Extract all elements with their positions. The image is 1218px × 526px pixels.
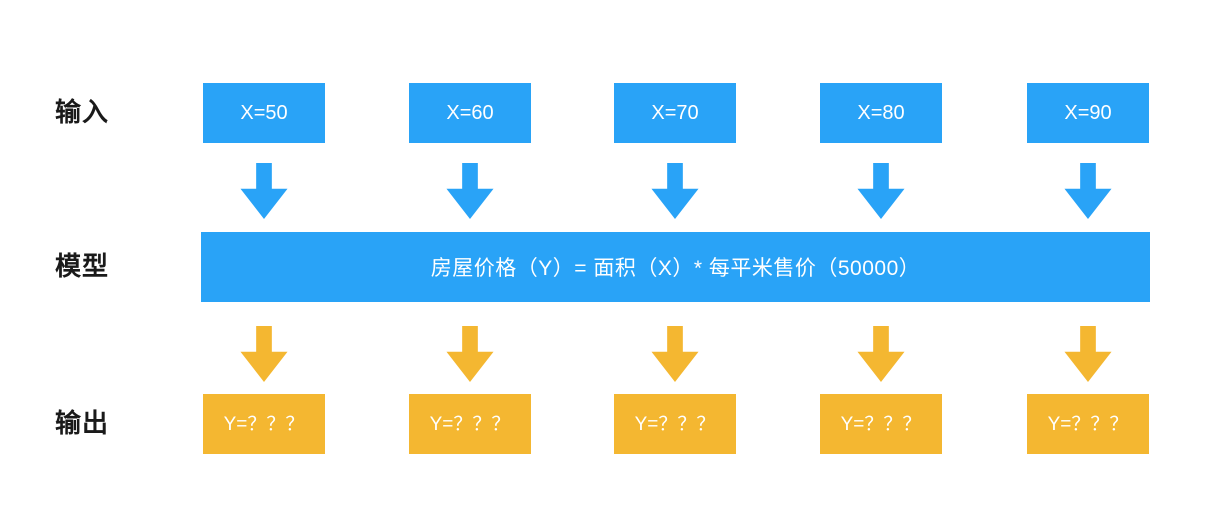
output-box-4[interactable]: Y=？？？ [820, 394, 942, 454]
output-box-label: Y=？？？ [634, 413, 716, 435]
output-box-5[interactable]: Y=？？？ [1027, 394, 1149, 454]
input-box-1[interactable]: X=50 [203, 83, 325, 143]
output-box-label: Y=？？？ [840, 413, 922, 435]
arrow-down-icon-output-2 [442, 326, 498, 382]
input-box-label: X=50 [240, 102, 288, 124]
input-box-4[interactable]: X=80 [820, 83, 942, 143]
output-box-label: Y=？？？ [429, 413, 511, 435]
arrow-down-icon-input-4 [853, 163, 909, 219]
output-box-1[interactable]: Y=？？？ [203, 394, 325, 454]
row-label-input: 输入 [55, 97, 110, 127]
arrow-down-icon-input-1 [236, 163, 292, 219]
arrow-down-icon-output-4 [853, 326, 909, 382]
arrow-down-icon-output-5 [1060, 326, 1116, 382]
arrow-down-icon-input-3 [647, 163, 703, 219]
output-box-label: Y=？？？ [1047, 413, 1129, 435]
output-box-2[interactable]: Y=？？？ [409, 394, 531, 454]
output-box-label: Y=？？？ [223, 413, 305, 435]
model-formula-text: 房屋价格（Y）= 面积（X）* 每平米售价（50000） [430, 257, 921, 280]
row-label-output: 输出 [55, 408, 110, 438]
model-formula-bar[interactable]: 房屋价格（Y）= 面积（X）* 每平米售价（50000） [201, 232, 1150, 302]
output-box-3[interactable]: Y=？？？ [614, 394, 736, 454]
input-box-label: X=70 [651, 102, 699, 124]
arrow-down-icon-input-5 [1060, 163, 1116, 219]
input-box-label: X=80 [857, 102, 905, 124]
input-box-label: X=90 [1064, 102, 1112, 124]
arrow-down-icon-input-2 [442, 163, 498, 219]
input-box-label: X=60 [446, 102, 494, 124]
arrow-down-icon-output-1 [236, 326, 292, 382]
row-label-model: 模型 [55, 251, 110, 281]
input-box-2[interactable]: X=60 [409, 83, 531, 143]
input-box-3[interactable]: X=70 [614, 83, 736, 143]
arrow-down-icon-output-3 [647, 326, 703, 382]
input-box-5[interactable]: X=90 [1027, 83, 1149, 143]
